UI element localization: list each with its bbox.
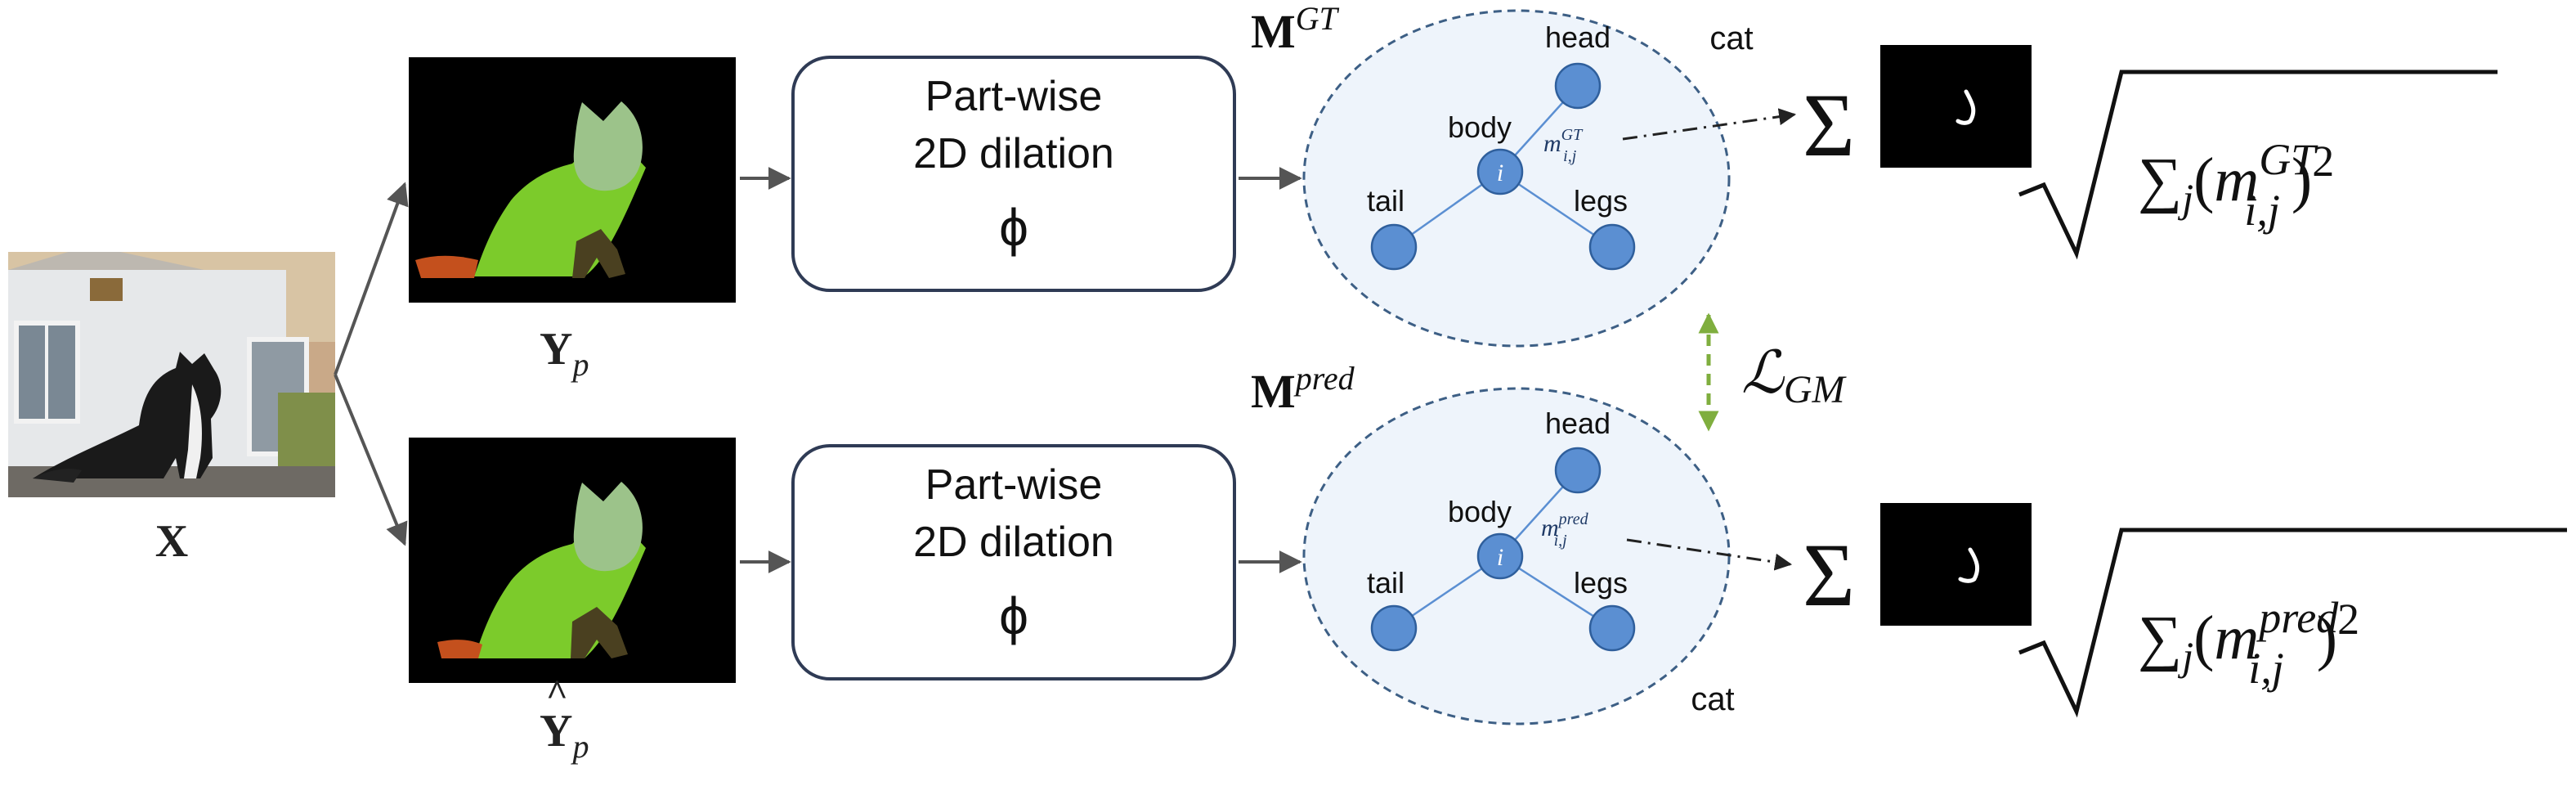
gt-node-legs bbox=[1588, 223, 1636, 271]
dilation-pred-line2: 2D dilation bbox=[913, 519, 1114, 566]
input-label: X bbox=[155, 516, 188, 567]
pred-formula-sum: Σ bbox=[1803, 525, 1855, 625]
pred-node-legs bbox=[1588, 604, 1636, 652]
pred-part-map bbox=[409, 438, 736, 683]
pred-mask-thumbnail bbox=[1880, 503, 2032, 626]
arrow-gt-graph-to-formula bbox=[1622, 108, 1797, 141]
gt-tail-label: tail bbox=[1367, 184, 1404, 218]
pred-node-body bbox=[1476, 532, 1524, 580]
pred-map-label: Yp bbox=[540, 706, 589, 765]
input-photo bbox=[8, 252, 335, 497]
dilation-box-gt: Part-wise 2D dilation ϕ bbox=[791, 56, 1236, 292]
pred-formula-sqrt bbox=[2018, 528, 2567, 718]
gt-legs-label: legs bbox=[1574, 184, 1628, 218]
gt-mask-stroke bbox=[1956, 89, 1976, 125]
dilation-pred-symbol: ϕ bbox=[999, 586, 1028, 645]
dilation-gt-line2: 2D dilation bbox=[913, 130, 1114, 177]
pred-node-tail bbox=[1370, 604, 1418, 652]
pred-legs-label: legs bbox=[1574, 566, 1628, 600]
gt-map-label: Yp bbox=[540, 324, 589, 383]
dilation-gt-symbol: ϕ bbox=[999, 198, 1028, 257]
dilation-pred-line1: Part-wise bbox=[925, 461, 1103, 509]
pred-mask-stroke bbox=[1958, 547, 1980, 583]
pred-matrix-label: Mpred bbox=[1251, 360, 1355, 418]
pred-tail-label: tail bbox=[1367, 566, 1404, 600]
pred-map-hat: ^ bbox=[546, 671, 568, 713]
arrow-input-to-pred-map bbox=[334, 374, 408, 546]
gt-matrix-label: MGT bbox=[1251, 0, 1340, 58]
gt-node-head bbox=[1554, 62, 1602, 110]
gt-category-label: cat bbox=[1709, 20, 1753, 56]
loss-label: ℒGM bbox=[1741, 340, 1848, 411]
pred-head-label: head bbox=[1545, 406, 1611, 440]
pred-category-label: cat bbox=[1691, 681, 1734, 717]
pred-body-label: body bbox=[1448, 495, 1512, 528]
gt-node-body bbox=[1476, 148, 1524, 195]
gt-body-label: body bbox=[1448, 110, 1512, 144]
gt-formula-sqrt bbox=[2018, 70, 2498, 260]
arrow-input-to-gt-map bbox=[334, 182, 409, 375]
pred-node-head bbox=[1554, 447, 1602, 494]
dilation-box-pred: Part-wise 2D dilation ϕ bbox=[791, 444, 1236, 680]
gt-formula-sum: Σ bbox=[1803, 75, 1855, 175]
gt-mask-thumbnail bbox=[1880, 45, 2032, 168]
arrow-pred-graph-to-formula bbox=[1626, 538, 1793, 571]
gt-head-label: head bbox=[1545, 20, 1611, 54]
pred-node-center-label: i bbox=[1497, 544, 1503, 571]
dilation-gt-line1: Part-wise bbox=[925, 73, 1103, 120]
gt-node-tail bbox=[1370, 223, 1418, 271]
gt-node-center-label: i bbox=[1497, 159, 1503, 186]
gt-part-map bbox=[409, 57, 736, 303]
